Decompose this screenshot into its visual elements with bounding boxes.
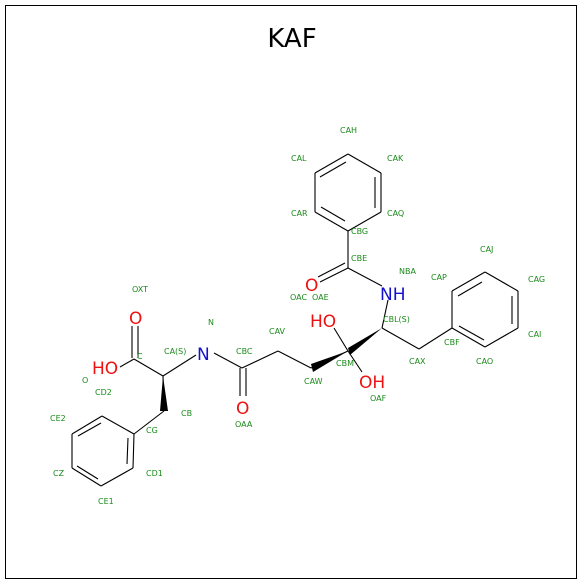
- atom-cax: CAX: [409, 357, 426, 366]
- atom-cal: CAL: [291, 154, 307, 163]
- wedge-cbl-cbm: [348, 328, 382, 355]
- atom-cbf: CBF: [444, 338, 460, 347]
- ho-upper: HO: [310, 312, 336, 332]
- bond-cao-cbf: [451, 327, 486, 348]
- bond-ca-n: [162, 354, 197, 377]
- atom-c: C: [137, 352, 143, 361]
- atom-cbm: CBM: [336, 359, 354, 368]
- atom-nba: NBA: [399, 267, 416, 276]
- nh-upper: NH: [380, 285, 406, 305]
- atom-oac: OAC: [290, 293, 307, 302]
- bond-inner-7: [457, 281, 483, 297]
- atom-cao: CAO: [476, 357, 493, 366]
- bond-cbl-nh: [381, 299, 389, 329]
- bond-nh-cbe: [347, 267, 383, 287]
- atom-oaa: OAA: [235, 420, 253, 429]
- diagram-frame: KAF: [5, 5, 577, 579]
- bond-c-oh: [119, 358, 135, 368]
- bond-inner-9: [458, 325, 485, 341]
- bond-cah-cak: [347, 153, 382, 174]
- bond-inner-4: [320, 206, 346, 222]
- atom-cag: CAG: [528, 275, 545, 284]
- atom-oae: OAE: [312, 293, 329, 302]
- atom-cd1: CD1: [146, 469, 163, 478]
- atom-oaf: OAF: [370, 394, 387, 403]
- molecule-structure: O HO N O HO OH NH O OXT C O CA(S) N CB C…: [50, 126, 545, 506]
- atom-caj: CAJ: [480, 245, 493, 254]
- atom-cbl: CBL(S): [383, 315, 410, 324]
- bond-caj-cag: [484, 271, 519, 292]
- atom-cak: CAK: [387, 154, 404, 163]
- atom-cbg: CBG: [351, 227, 368, 236]
- bond-cbc-cav: [241, 350, 279, 369]
- bond-cg-cb: [133, 410, 165, 435]
- atom-caq: CAQ: [387, 209, 404, 218]
- bond-cbl-cax: [381, 327, 420, 350]
- atom-cah: CAH: [340, 126, 357, 135]
- bond-cbe-o2: [317, 262, 346, 278]
- bond-cax-cbf: [418, 327, 453, 350]
- atom-cb: CB: [181, 409, 192, 418]
- atom-oxt: OXT: [132, 285, 148, 294]
- bond-cbm-ho: [333, 327, 349, 352]
- atom-ce2: CE2: [50, 414, 66, 423]
- o-amide: O: [236, 399, 249, 419]
- bond-caq-cbg: [347, 211, 382, 232]
- atom-car: CAR: [291, 209, 308, 218]
- atom-caw: CAW: [304, 377, 323, 386]
- bond-inner-5: [319, 161, 347, 178]
- bond-cg-cd1: [132, 433, 135, 469]
- atom-cbe: CBE: [351, 254, 367, 263]
- bond-cd1-ce1: [100, 467, 134, 487]
- wedge-cbm-caw: [311, 351, 348, 372]
- atom-cg: CG: [146, 426, 158, 435]
- bond-inner-1: [126, 437, 129, 465]
- bond-ce1-cz: [71, 467, 102, 487]
- bond-cav-caw: [277, 350, 312, 369]
- atom-cbc: CBC: [236, 347, 253, 356]
- bond-cai-cao: [484, 327, 519, 348]
- bond-inner-2: [76, 465, 99, 480]
- bond-n-cbc: [213, 352, 243, 369]
- bond-cd2-cg: [101, 415, 135, 435]
- molecule-title: KAF: [267, 24, 317, 54]
- bond-ca-c: [133, 358, 164, 377]
- atom-ce1: CE1: [98, 497, 114, 506]
- atom-ca: CA(S): [164, 347, 186, 356]
- o-acid-top: O: [129, 309, 142, 329]
- bond-cal-cah: [314, 153, 349, 174]
- o-upper: O: [305, 276, 318, 296]
- atom-cai: CAI: [528, 330, 541, 339]
- atom-cap: CAP: [431, 273, 447, 282]
- bond-ce2-cd2: [71, 415, 103, 435]
- atom-cav: CAV: [269, 327, 286, 336]
- atom-cz: CZ: [53, 469, 65, 478]
- atom-o: O: [82, 376, 88, 385]
- bond-cbg-car: [314, 211, 349, 232]
- atom-cd2: CD2: [95, 388, 112, 397]
- bond-cbe-o1: [319, 267, 349, 283]
- n-main: N: [197, 345, 210, 365]
- bond-cap-caj: [451, 271, 486, 292]
- oh-lower: OH: [359, 373, 385, 393]
- bond-inner-3: [77, 422, 102, 437]
- ho-acid: HO: [92, 359, 118, 379]
- wedge-ca-cb: [160, 376, 168, 411]
- atom-n: N: [208, 318, 214, 327]
